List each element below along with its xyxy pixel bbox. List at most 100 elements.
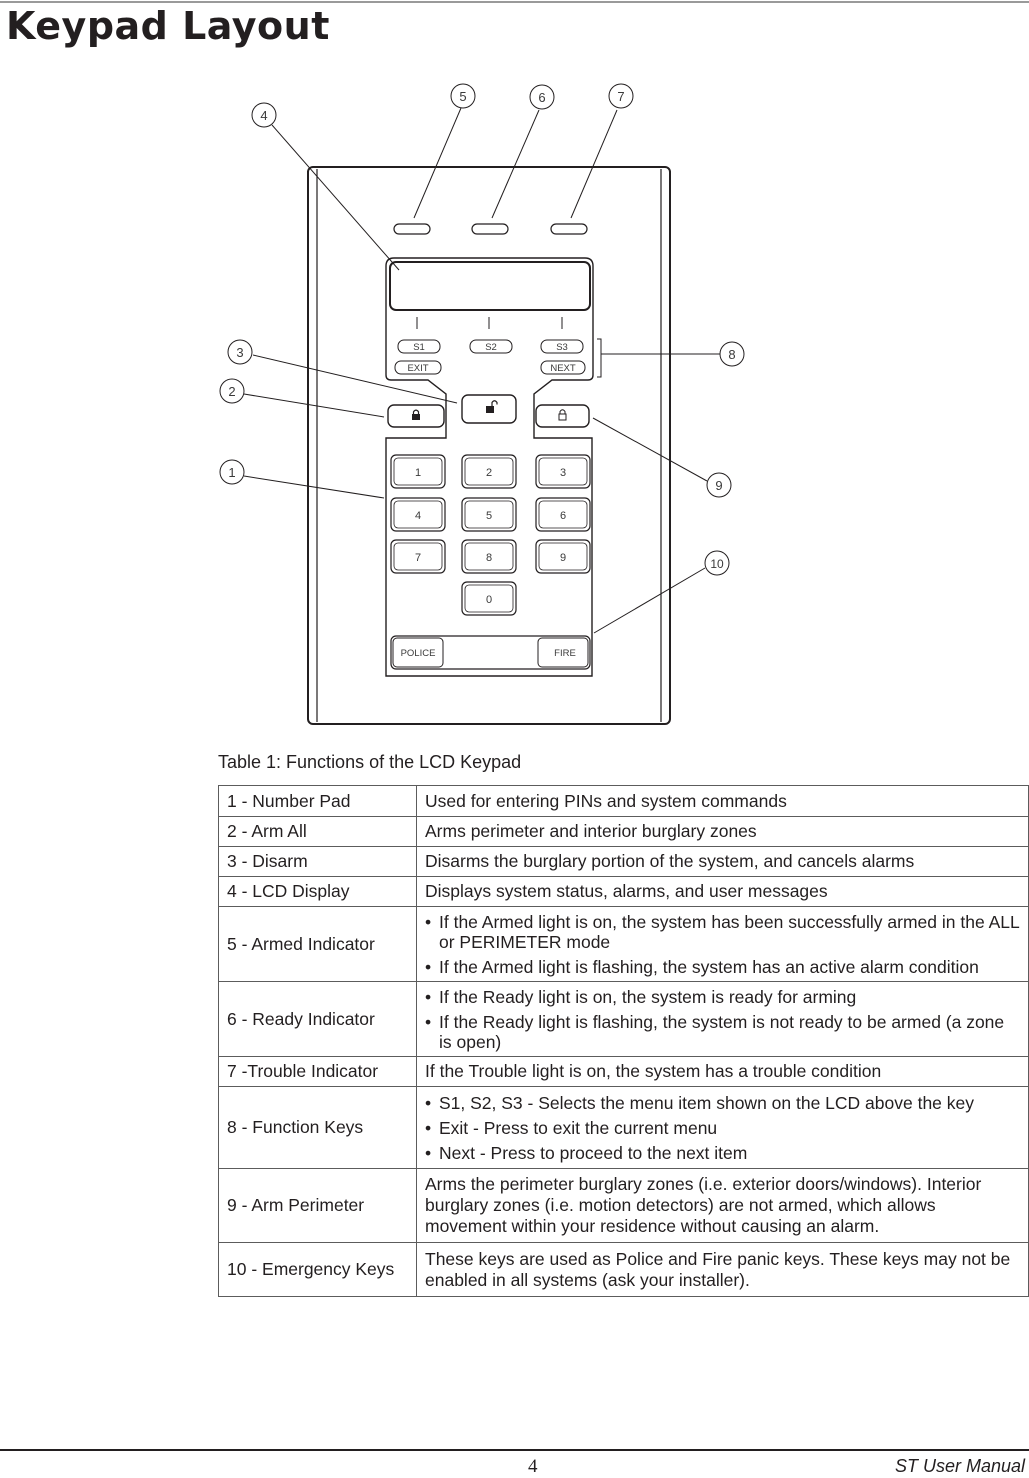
callout-8-number: 8 xyxy=(728,347,735,362)
number-key-6-label: 6 xyxy=(560,510,566,522)
open-lock-icon xyxy=(558,409,567,421)
callout-10-leader xyxy=(593,567,706,634)
description-cell: Used for entering PINs and system comman… xyxy=(416,785,1029,817)
number-key-8[interactable]: 8 xyxy=(461,539,517,574)
keypad-diagram: S1 S2 S3 EXIT NEXT xyxy=(219,83,745,725)
callout-2-number: 2 xyxy=(228,384,235,399)
number-key-4-label: 4 xyxy=(415,510,421,522)
next-key[interactable]: NEXT xyxy=(540,360,586,375)
callout-4: 4 xyxy=(251,102,277,128)
number-key-9[interactable]: 9 xyxy=(535,539,591,574)
number-key-0-label: 0 xyxy=(486,594,492,606)
bullet-list: S1, S2, S3 - Selects the menu item shown… xyxy=(425,1093,1020,1163)
bullet-list: If the Armed light is on, the system has… xyxy=(425,912,1020,977)
disarm-key[interactable] xyxy=(461,394,517,424)
table-caption: Table 1: Functions of the LCD Keypad xyxy=(218,752,522,772)
arm-perimeter-key[interactable] xyxy=(535,404,590,428)
table-row: 7 -Trouble Indicator If the Trouble ligh… xyxy=(218,1056,1029,1087)
s3-key[interactable]: S3 xyxy=(540,339,584,354)
arm-all-key[interactable] xyxy=(387,404,445,428)
description-cell: If the Trouble light is on, the system h… xyxy=(416,1056,1029,1087)
s2-key[interactable]: S2 xyxy=(469,339,513,354)
callout-4-leader xyxy=(271,124,400,271)
description-cell: If the Armed light is on, the system has… xyxy=(416,906,1029,982)
bullet-list: If the Ready light is on, the system is … xyxy=(425,987,1020,1052)
unlock-icon xyxy=(486,400,498,413)
bullet-item: S1, S2, S3 - Selects the menu item shown… xyxy=(425,1093,1020,1113)
exit-key-label: EXIT xyxy=(407,363,428,374)
s1-key-label: S1 xyxy=(413,342,425,353)
fire-key[interactable]: FIRE xyxy=(537,637,589,668)
function-cell: 5 - Armed Indicator xyxy=(218,906,417,982)
function-cell: 1 - Number Pad xyxy=(218,785,417,817)
s1-key[interactable]: S1 xyxy=(397,339,441,354)
callout-9-number: 9 xyxy=(715,478,722,493)
callout-8: 8 xyxy=(719,341,745,367)
bullet-item: If the Armed light is on, the system has… xyxy=(425,912,1020,952)
table-row: 1 - Number Pad Used for entering PINs an… xyxy=(218,785,1029,817)
number-key-5-label: 5 xyxy=(486,510,492,522)
callout-9-leader xyxy=(592,417,708,482)
footer-title: ST User Manual xyxy=(894,1456,1025,1476)
callout-3-leader xyxy=(252,354,458,404)
callout-5: 5 xyxy=(450,83,476,109)
lock-icon xyxy=(412,409,420,420)
top-rule xyxy=(0,1,1029,3)
description-cell: S1, S2, S3 - Selects the menu item shown… xyxy=(416,1086,1029,1169)
description-cell: If the Ready light is on, the system is … xyxy=(416,981,1029,1057)
function-cell: 7 -Trouble Indicator xyxy=(218,1056,417,1087)
function-cell: 4 - LCD Display xyxy=(218,876,417,907)
description-cell: Arms the perimeter burglary zones (i.e. … xyxy=(416,1168,1029,1243)
number-key-4[interactable]: 4 xyxy=(390,497,446,532)
number-key-1-label: 1 xyxy=(415,467,421,479)
function-cell: 3 - Disarm xyxy=(218,846,417,877)
callout-10: 10 xyxy=(704,550,730,576)
number-key-5[interactable]: 5 xyxy=(461,497,517,532)
callout-9: 9 xyxy=(706,472,732,498)
description-cell: Displays system status, alarms, and user… xyxy=(416,876,1029,907)
description-cell: Arms perimeter and interior burglary zon… xyxy=(416,816,1029,847)
s3-key-label: S3 xyxy=(556,342,568,353)
number-key-2[interactable]: 2 xyxy=(461,454,517,489)
fire-key-label: FIRE xyxy=(554,648,576,659)
lcd-display xyxy=(389,261,591,311)
function-key-bracket xyxy=(597,338,602,378)
number-key-8-label: 8 xyxy=(486,552,492,564)
number-key-2-label: 2 xyxy=(486,467,492,479)
number-key-0[interactable]: 0 xyxy=(461,581,517,616)
description-cell: Disarms the burglary portion of the syst… xyxy=(416,846,1029,877)
next-key-label: NEXT xyxy=(550,363,576,374)
callout-3-number: 3 xyxy=(236,345,243,360)
callout-3: 3 xyxy=(227,339,253,365)
bullet-item: If the Armed light is flashing, the syst… xyxy=(425,957,1020,977)
trouble-indicator-led xyxy=(550,223,588,235)
number-key-7-label: 7 xyxy=(415,552,421,564)
callout-1-number: 1 xyxy=(228,465,235,480)
function-cell: 8 - Function Keys xyxy=(218,1086,417,1169)
table-row: 2 - Arm All Arms perimeter and interior … xyxy=(218,816,1029,847)
number-key-1[interactable]: 1 xyxy=(390,454,446,489)
table-row: 9 - Arm Perimeter Arms the perimeter bur… xyxy=(218,1168,1029,1243)
callout-6-number: 6 xyxy=(538,90,545,105)
function-cell: 6 - Ready Indicator xyxy=(218,981,417,1057)
s2-key-label: S2 xyxy=(485,342,497,353)
callout-6: 6 xyxy=(529,84,555,110)
number-key-9-label: 9 xyxy=(560,552,566,564)
bullet-item: If the Ready light is flashing, the syst… xyxy=(425,1012,1020,1052)
bullet-item: Next - Press to proceed to the next item xyxy=(425,1143,1020,1163)
page-number: 4 xyxy=(528,1456,538,1477)
number-key-6[interactable]: 6 xyxy=(535,497,591,532)
number-key-7[interactable]: 7 xyxy=(390,539,446,574)
callout-7: 7 xyxy=(608,83,634,109)
number-key-3[interactable]: 3 xyxy=(535,454,591,489)
exit-key[interactable]: EXIT xyxy=(394,360,442,375)
callout-6-leader xyxy=(491,109,540,219)
functions-table: 1 - Number Pad Used for entering PINs an… xyxy=(218,785,1029,1297)
table-row: 10 - Emergency Keys These keys are used … xyxy=(218,1242,1029,1297)
police-key[interactable]: POLICE xyxy=(392,637,444,668)
callout-7-number: 7 xyxy=(617,89,624,104)
footer-rule xyxy=(0,1449,1029,1451)
bullet-item: If the Ready light is on, the system is … xyxy=(425,987,1020,1007)
table-row: 5 - Armed Indicator If the Armed light i… xyxy=(218,906,1029,982)
bullet-item: Exit - Press to exit the current menu xyxy=(425,1118,1020,1138)
